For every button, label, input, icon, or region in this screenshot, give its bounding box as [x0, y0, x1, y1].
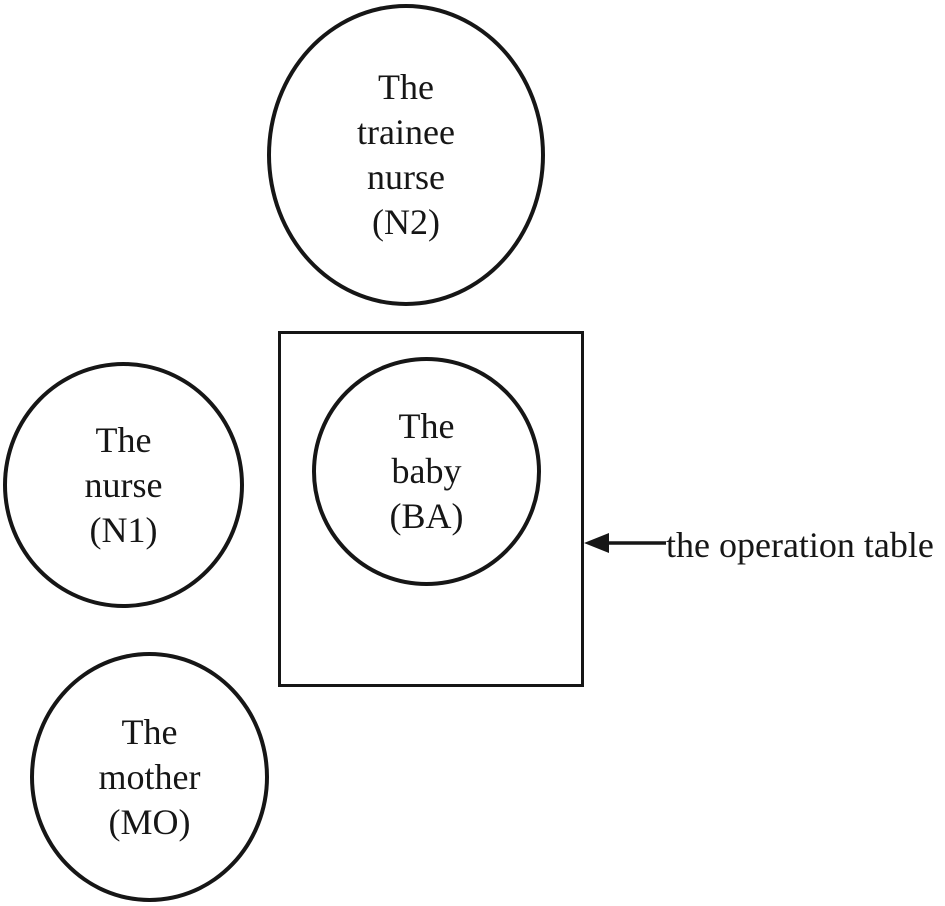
left-arrow-icon [584, 533, 666, 553]
label-line: nurse [84, 464, 163, 505]
node-trainee-nurse: The trainee nurse (N2) [267, 4, 545, 306]
label-line: The [95, 419, 152, 460]
label-line: The [378, 67, 434, 107]
node-nurse: The nurse (N1) [3, 362, 244, 608]
baby-label: The baby (BA) [390, 404, 464, 539]
nurse-label: The nurse (N1) [85, 418, 163, 553]
label-line: The [398, 406, 455, 446]
label-line: (N2) [372, 202, 440, 242]
node-baby: The baby (BA) [312, 357, 541, 586]
label-line: mother [98, 756, 201, 797]
label-line: trainee [357, 112, 455, 152]
label-line: (MO) [108, 801, 191, 842]
trainee-nurse-label: The trainee nurse (N2) [357, 65, 455, 245]
node-mother: The mother (MO) [30, 652, 269, 902]
label-line: The [121, 711, 178, 752]
label-line: baby [391, 451, 462, 491]
label-line: nurse [367, 157, 445, 197]
label-line: (BA) [389, 496, 464, 536]
operation-table-annotation: the operation table [666, 525, 934, 565]
label-line: (N1) [89, 509, 158, 550]
mother-label: The mother (MO) [99, 710, 201, 845]
